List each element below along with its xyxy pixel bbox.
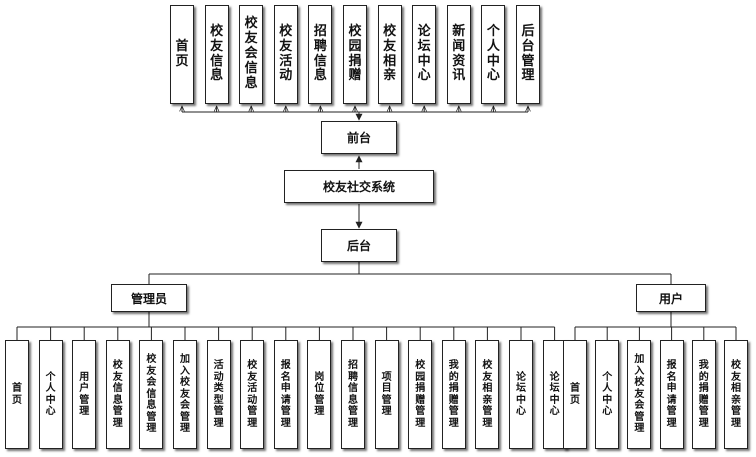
front-module-label: 后台管理 [521,23,535,84]
admin-module-box: 个人中心 [38,340,63,449]
admin-module-box: 岗位管理 [307,340,332,449]
user-module-box: 个人中心 [595,340,620,449]
front-module-label: 校友活动 [279,23,293,84]
front-module-label: 招聘信息 [313,23,327,84]
user-node: 用户 [636,284,706,312]
front-module-label: 首页 [175,38,189,69]
front-module-box: 校友活动 [273,5,298,104]
admin-module-label: 加入校友会管理 [180,354,190,435]
admin-label: 管理员 [130,291,167,306]
front-module-box: 个人中心 [481,5,506,104]
front-module-label: 校园捐赠 [348,23,362,84]
admin-module-label: 招聘信息管理 [348,360,358,429]
admin-module-box: 项目管理 [374,340,399,449]
admin-module-label: 我的捐赠管理 [448,360,459,429]
front-module-box: 校友相亲 [377,5,402,104]
front-module-label: 新闻资讯 [452,23,466,84]
admin-module-label: 首页 [12,383,22,406]
front-node: 前台 [321,121,397,154]
back-label: 后台 [346,239,371,253]
front-module-label: 校友信息 [210,23,224,84]
admin-module-box: 我的捐赠管理 [441,340,466,449]
admin-module-label: 校友信息管理 [112,360,123,429]
user-module-box: 报名申请管理 [659,340,684,449]
admin-module-box: 论坛中心 [509,340,533,449]
front-module-box: 校友会信息 [239,5,264,104]
front-module-box: 校园捐赠 [343,5,367,104]
front-module-box: 招聘信息 [308,5,333,104]
admin-module-box: 校友会信息管理 [139,340,164,449]
admin-module-label: 个人中心 [45,371,56,418]
admin-module-box: 校园捐赠管理 [408,340,433,449]
admin-module-label: 用户管理 [79,371,90,418]
user-module-box: 校友相亲管理 [724,340,748,449]
admin-module-box: 用户管理 [72,340,97,449]
user-label: 用户 [658,291,683,306]
front-module-box: 校友信息 [204,5,229,104]
front-module-box: 新闻资讯 [446,5,471,104]
admin-module-label: 校园捐赠管理 [415,360,426,429]
admin-module-box: 校友信息管理 [105,340,130,449]
admin-module-label: 校友相亲管理 [482,360,493,429]
user-module-box: 我的捐赠管理 [691,340,716,449]
admin-module-label: 岗位管理 [314,371,325,418]
admin-module-label: 论坛中心 [549,371,560,418]
admin-module-label: 报名申请管理 [280,360,291,429]
admin-module-box: 招聘信息管理 [341,340,365,449]
user-module-label: 首页 [570,383,580,406]
front-module-label: 个人中心 [486,23,500,84]
front-label: 前台 [346,131,371,145]
admin-module-box: 校友相亲管理 [475,340,500,449]
user-module-label: 报名申请管理 [666,360,677,429]
admin-module-label: 论坛中心 [516,371,526,418]
admin-module-box: 活动类型管理 [206,340,231,449]
admin-module-box: 报名申请管理 [273,340,298,449]
front-module-label: 论坛中心 [417,23,431,84]
front-module-box: 后台管理 [516,5,540,104]
user-module-label: 我的捐赠管理 [698,360,709,429]
front-module-label: 校友会信息 [244,16,258,91]
front-module-box: 论坛中心 [412,5,437,104]
user-module-label: 校友相亲管理 [731,360,741,429]
admin-module-label: 校友会信息管理 [146,354,157,435]
admin-module-box: 校友活动管理 [240,340,265,449]
front-module-box: 首页 [170,5,194,104]
admin-module-label: 活动类型管理 [213,360,224,429]
front-module-label: 校友相亲 [383,23,397,84]
admin-module-box: 首页 [5,340,29,449]
back-node: 后台 [321,229,397,262]
user-module-box: 加入校友会管理 [627,340,652,449]
admin-module-label: 项目管理 [381,371,392,418]
user-module-label: 加入校友会管理 [634,354,645,435]
user-module-label: 个人中心 [602,371,613,418]
admin-module-label: 校友活动管理 [247,360,258,429]
admin-node: 管理员 [111,284,187,312]
user-module-box: 首页 [563,340,587,449]
system-label: 校友社交系统 [322,180,395,194]
admin-module-box: 加入校友会管理 [173,340,197,449]
system-node: 校友社交系统 [284,170,434,203]
